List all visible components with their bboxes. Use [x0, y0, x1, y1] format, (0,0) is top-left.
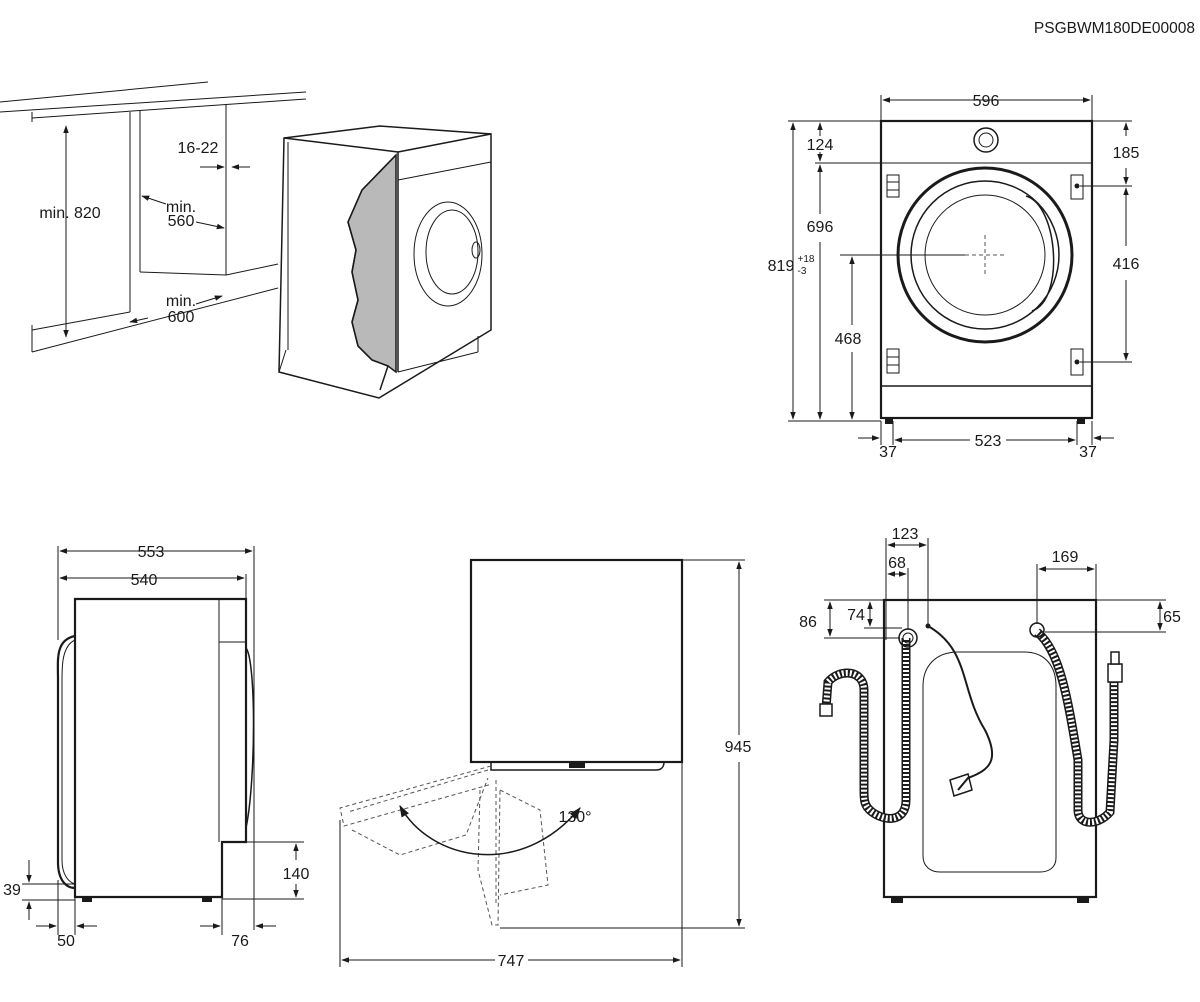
- door-opening-angle: 130°: [558, 809, 591, 826]
- side-plinth-height: 140: [283, 866, 310, 883]
- front-total-height: 819: [768, 258, 795, 275]
- front-panel-height: 696: [807, 219, 834, 236]
- back-drain-inner-height: 74: [847, 607, 865, 624]
- front-feet-spacing: 523: [975, 433, 1002, 450]
- niche-height-label: min. 820: [39, 205, 100, 222]
- installation-niche-view: min. 820 16-22 min. 560 min. 600: [0, 81, 307, 353]
- back-drain-offset: 68: [888, 555, 906, 572]
- side-front-offset: 50: [57, 933, 75, 950]
- door-swing-depth: 747: [498, 953, 525, 970]
- side-toe-height: 39: [3, 882, 21, 899]
- side-view: 553 540 39 50 76 140: [3, 544, 309, 950]
- machine-perspective-view: [278, 125, 492, 399]
- back-inlet-offset: 123: [892, 526, 919, 543]
- niche-width-value: 600: [168, 309, 195, 326]
- side-body-depth: 540: [131, 572, 158, 589]
- niche-gap-label: 16-22: [178, 140, 219, 157]
- front-door-center: 468: [835, 331, 862, 348]
- front-left-offset: 37: [879, 444, 897, 461]
- front-height-tol-plus: +18: [798, 254, 815, 265]
- back-view: 123 68 169 86 74 65: [799, 526, 1181, 903]
- niche-depth-min: min.: [166, 199, 196, 216]
- niche-width-min: min.: [166, 293, 196, 310]
- front-hinge-spacing: 416: [1113, 256, 1140, 273]
- front-width-label: 596: [973, 93, 1000, 110]
- door-opening-view: 130° 945 747: [339, 558, 752, 970]
- document-code: PSGBWM180DE00008: [1034, 20, 1195, 37]
- front-right-offset: 37: [1079, 444, 1097, 461]
- back-right-height: 65: [1163, 609, 1181, 626]
- door-total-height: 945: [725, 739, 752, 756]
- front-height-tol-minus: -3: [798, 266, 807, 277]
- front-view: 596 819 +18 -3 124 696 468 185 416: [768, 93, 1140, 461]
- side-back-offset: 76: [231, 933, 249, 950]
- front-top-controls: 124: [807, 137, 834, 154]
- back-drain-height: 86: [799, 614, 817, 631]
- back-right-hose-offset: 169: [1052, 549, 1079, 566]
- niche-depth-value: 560: [168, 213, 195, 230]
- front-top-hinge: 185: [1113, 145, 1140, 162]
- side-total-depth: 553: [138, 544, 165, 561]
